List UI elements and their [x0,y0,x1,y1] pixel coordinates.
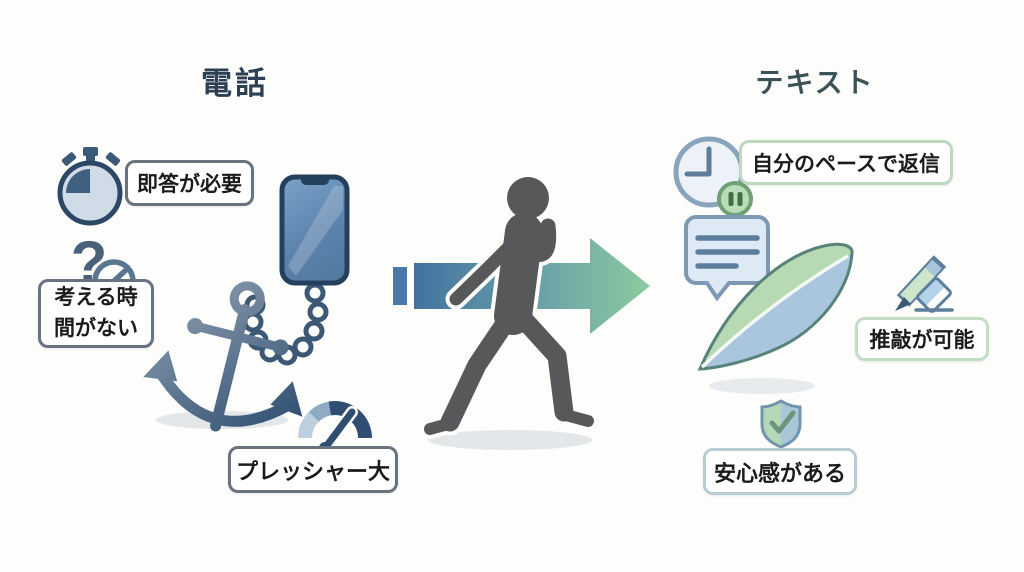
label-reply-own-pace: 自分のペースで返信 [739,140,953,185]
pencil-eraser-icon [895,255,954,313]
smartphone-icon [279,174,350,286]
stopwatch-icon [57,147,123,226]
walking-person-icon [424,177,594,435]
text-column-title: テキスト [755,67,875,98]
label-can-polish: 推敲が可能 [855,317,989,361]
shield-check-icon [760,399,802,449]
phone-column-title: 電話 [201,66,269,101]
chat-bubble-icon [684,215,770,302]
anchor-icon [143,281,303,432]
speedometer-icon [298,401,372,458]
label-immediate-reply: 即答が必要 [125,160,254,206]
label-feels-safe: 安心感がある [703,448,857,495]
label-no-time-to-think: 考える時間がない [38,279,154,348]
label-high-pressure: プレッシャー大 [228,446,398,493]
feather-icon [697,242,854,371]
